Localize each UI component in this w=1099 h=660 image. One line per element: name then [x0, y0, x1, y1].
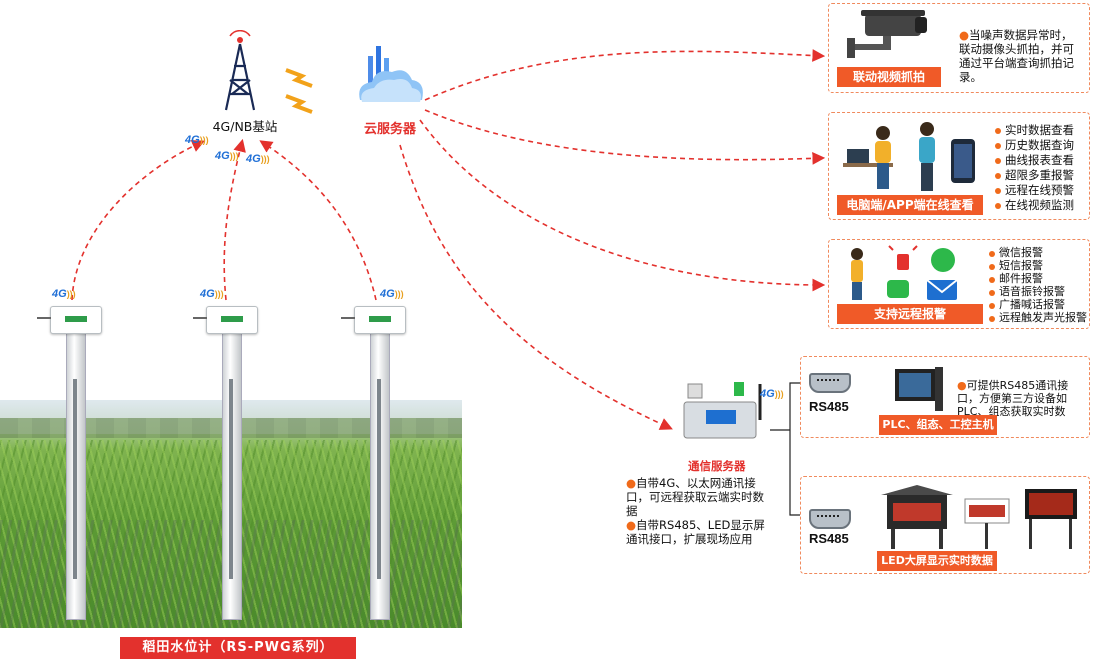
pc-app-feature-list: 实时数据查看 历史数据查询 曲线报表查看 超限多重报警 远程在线预警 在线视频监… — [995, 123, 1089, 213]
list-item: 微信报警 — [989, 246, 1089, 259]
list-item: 超限多重报警 — [995, 168, 1089, 183]
signal-4g-icon: 4G))) — [215, 150, 239, 162]
arrow-sensor1-to-tower — [71, 140, 205, 301]
rs485-label: RS485 — [809, 531, 849, 546]
camera-tag: 联动视频抓拍 — [837, 67, 941, 87]
list-item: 远程在线预警 — [995, 183, 1089, 198]
alarm-panel: 支持远程报警 微信报警 短信报警 邮件报警 语音振铃报警 广播喊话报警 远程触发… — [828, 239, 1090, 329]
plc-description: ●可提供RS485通讯接口，方便第三方设备如PLC、组态获取实时数据。 — [957, 379, 1069, 431]
led-panel: RS485 LED大屏显示实时数据 — [800, 476, 1090, 574]
comm-server-device-icon — [678, 380, 774, 444]
comm-server-label: 通信服务器 — [688, 459, 746, 473]
arrow-cloud-to-server — [399, 144, 673, 430]
pc-user-illustration — [839, 119, 989, 193]
arrow-sensor3-to-tower — [259, 140, 377, 301]
alarm-icons — [845, 244, 965, 302]
list-item: 短信报警 — [989, 259, 1089, 272]
rs485-connector-icon — [809, 509, 851, 529]
lightning-bolt-1 — [285, 68, 313, 88]
list-item: 在线视频监测 — [995, 198, 1089, 213]
base-station-label: 4G/NB基站 — [212, 119, 278, 134]
rs485-label: RS485 — [809, 399, 849, 414]
signal-4g-icon: 4G))) — [52, 288, 76, 300]
sensor-head-3 — [341, 306, 406, 334]
arrow-cloud-to-alarm — [419, 119, 826, 292]
line-server-split — [770, 382, 802, 516]
tower-icon — [218, 29, 262, 112]
plc-panel: RS485 ●可提供RS485通讯接口，方便第三方设备如PLC、组态获取实时数据… — [800, 356, 1090, 438]
list-item: 邮件报警 — [989, 272, 1089, 285]
camera-panel: 联动视频抓拍 ●当噪声数据异常时，联动摄像头抓拍，并可通过平台端查询抓拍记录。 — [828, 3, 1090, 93]
led-screens-icon — [879, 483, 1083, 549]
plc-tag: PLC、组态、工控主机 — [879, 415, 997, 435]
product-title: 稻田水位计（RS-PWG系列） — [120, 637, 356, 659]
cloud-icon — [352, 40, 428, 112]
pc-app-panel: 电脑端/APP端在线查看 实时数据查看 历史数据查询 曲线报表查看 超限多重报警… — [828, 112, 1090, 220]
list-item: 曲线报表查看 — [995, 153, 1089, 168]
camera-icon — [843, 8, 933, 64]
water-level-pole-3 — [370, 328, 390, 620]
water-level-pole-2 — [222, 328, 242, 620]
list-item: 实时数据查看 — [995, 123, 1089, 138]
led-tag: LED大屏显示实时数据 — [877, 551, 997, 571]
pc-app-tag: 电脑端/APP端在线查看 — [837, 195, 983, 215]
comm-server-note-2: ●自带RS485、LED显示屏通讯接口，扩展现场应用 — [626, 518, 765, 546]
list-item: 历史数据查询 — [995, 138, 1089, 153]
signal-4g-icon: 4G))) — [380, 288, 404, 300]
industrial-monitor-icon — [893, 365, 947, 413]
list-item: 广播喊话报警 — [989, 298, 1089, 311]
arrow-sensor2-to-tower — [223, 138, 246, 301]
signal-4g-icon: 4G))) — [200, 288, 224, 300]
list-item: 远程触发声光报警 — [989, 311, 1089, 324]
signal-4g-icon: 4G))) — [760, 388, 784, 400]
water-level-pole-1 — [66, 328, 86, 620]
comm-server-notes: ●自带4G、以太网通讯接口，可远程获取云端实时数据 ●自带RS485、LED显示… — [626, 476, 774, 546]
comm-server-note-1: ●自带4G、以太网通讯接口，可远程获取云端实时数据 — [626, 476, 764, 518]
camera-description: ●当噪声数据异常时，联动摄像头抓拍，并可通过平台端查询抓拍记录。 — [959, 28, 1074, 84]
list-item: 语音振铃报警 — [989, 285, 1089, 298]
alarm-tag: 支持远程报警 — [837, 304, 983, 324]
signal-4g-icon: 4G))) — [246, 153, 270, 165]
signal-4g-icon: 4G))) — [185, 134, 209, 146]
sensor-head-2 — [193, 306, 258, 334]
rs485-connector-icon — [809, 373, 851, 393]
arrow-cloud-to-pcapp — [424, 109, 826, 165]
arrow-cloud-to-camera — [424, 49, 826, 101]
cloud-server-label: 云服务器 — [363, 122, 416, 137]
sensor-head-1 — [37, 306, 102, 334]
alarm-method-list: 微信报警 短信报警 邮件报警 语音振铃报警 广播喊话报警 远程触发声光报警 — [989, 246, 1089, 324]
lightning-bolt-2 — [285, 94, 313, 114]
